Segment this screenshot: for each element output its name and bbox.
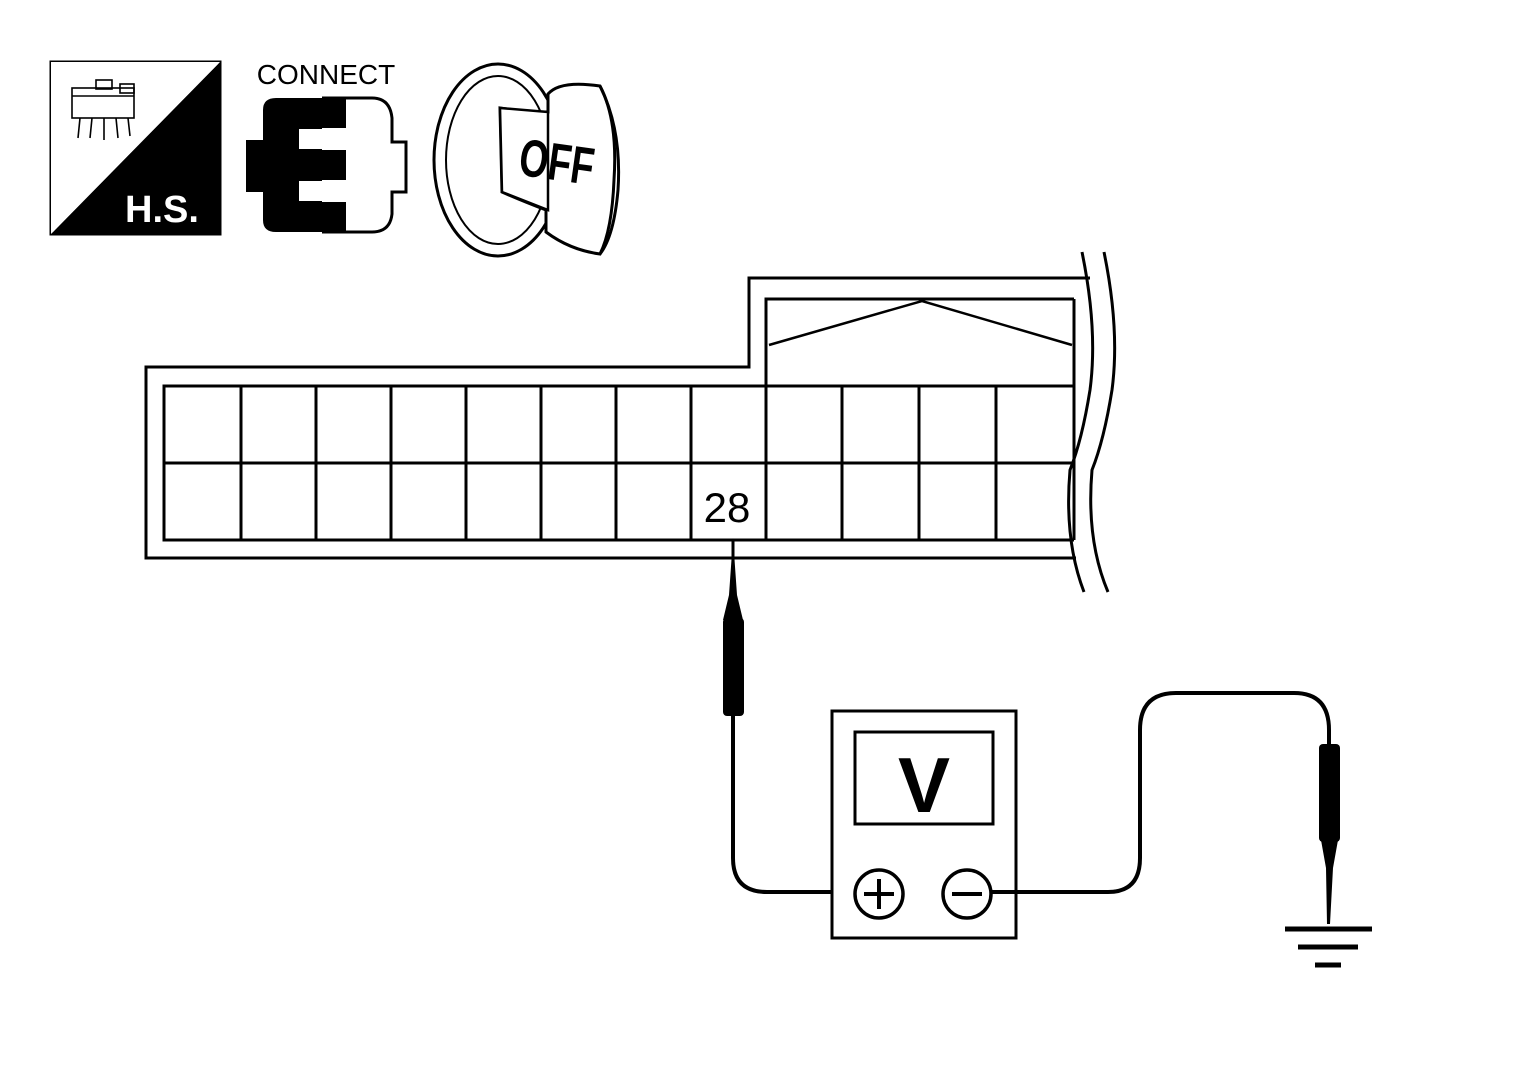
terminal-28-label: 28 [704, 484, 751, 531]
voltmeter-display-text: V [898, 741, 950, 829]
cavity-grid [162, 386, 1076, 540]
harness-side-label: H.S. [125, 189, 199, 231]
connector-connected-icon [246, 96, 408, 234]
harness-side-icon: H.S. [49, 60, 222, 236]
ground-symbol-icon [1285, 926, 1372, 968]
positive-lead-wire [731, 716, 856, 894]
negative-lead-wire [991, 691, 1331, 894]
connector-inner-shell [162, 297, 1074, 542]
connector-lock-tab [768, 299, 1073, 347]
positive-terminal [853, 868, 905, 920]
break-line-2 [1089, 251, 1117, 593]
connector-outer-shell [144, 276, 1090, 560]
ignition-off-icon: OFF [432, 62, 621, 258]
negative-probe [991, 691, 1340, 924]
negative-terminal [941, 868, 993, 920]
ignition-off-label: OFF [516, 128, 598, 197]
connect-label: CONNECT [257, 59, 395, 90]
break-line-1 [1067, 251, 1095, 593]
positive-probe [723, 538, 856, 894]
connector-face: 28 [144, 251, 1117, 593]
ignition-key-icon [432, 62, 621, 258]
voltmeter-display [853, 730, 995, 826]
voltmeter: V [830, 709, 1018, 940]
terminal-label-bg [696, 482, 758, 528]
harness-connector-icon [71, 79, 135, 140]
connect-icon: CONNECT [246, 59, 408, 234]
